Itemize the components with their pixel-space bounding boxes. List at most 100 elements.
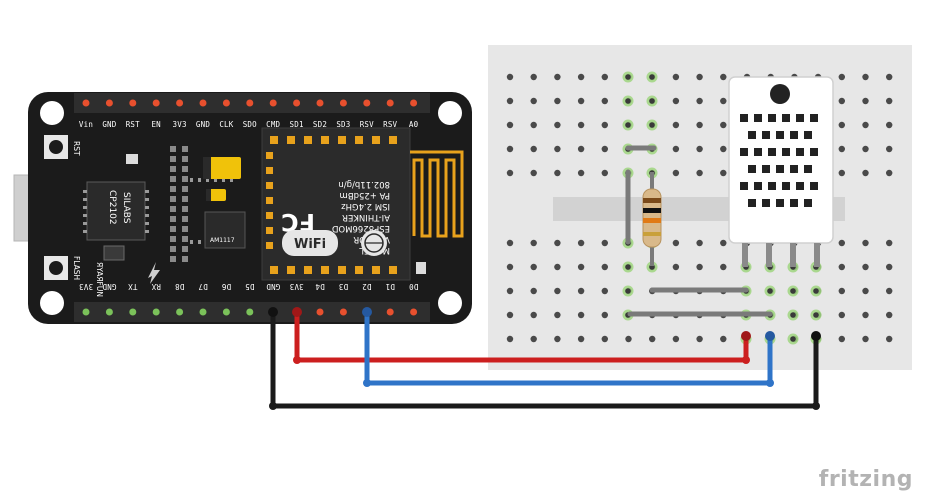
pin-label: RST — [126, 120, 140, 129]
breadboard-hole — [506, 263, 514, 271]
grill-slot — [804, 131, 812, 139]
module-pad — [389, 266, 397, 274]
mount-hole-bottom-left — [40, 291, 64, 315]
pin-label: Vin — [79, 120, 93, 129]
breadboard-hole — [720, 145, 727, 153]
module-pad — [266, 167, 273, 174]
breadboard-hole — [649, 335, 656, 343]
breadboard-hole — [862, 97, 869, 105]
breadboard-hole — [838, 169, 845, 177]
breadboard-hole — [577, 311, 585, 319]
grill-slot — [782, 114, 790, 122]
header-pin — [105, 308, 113, 316]
header-pin — [386, 308, 394, 316]
rst-button[interactable] — [44, 135, 68, 159]
flash-button[interactable] — [44, 256, 68, 280]
breadboard-hole — [577, 121, 585, 129]
breadboard-hole — [530, 145, 537, 153]
breadboard-hole — [530, 287, 537, 295]
module-pad — [321, 266, 329, 274]
breadboard-hole — [696, 97, 703, 105]
breadboard-hole — [696, 239, 703, 247]
breadboard-hole — [530, 239, 537, 247]
breadboard-hole — [506, 169, 514, 177]
header-pin — [105, 99, 113, 107]
grill-slot — [740, 114, 748, 122]
pin-label: CLK — [219, 120, 233, 129]
regulator-label: AM1117 — [210, 237, 235, 244]
pin-label: RX — [151, 282, 161, 291]
module-pad — [266, 212, 273, 219]
breadboard-hole — [862, 239, 869, 247]
breadboard-hole — [862, 311, 869, 319]
breadboard-hole — [530, 97, 537, 105]
sensor-grill — [740, 114, 818, 207]
breadboard-hole — [720, 73, 727, 81]
pin-label: D8 — [175, 282, 185, 291]
grill-slot — [790, 165, 798, 173]
breadboard-hole — [838, 311, 845, 319]
module-pad — [338, 266, 346, 274]
pin-label: SD2 — [313, 120, 327, 129]
grill-slot — [768, 182, 776, 190]
breadboard-hole — [577, 263, 585, 271]
breadboard-hole — [554, 121, 561, 129]
pin-label: D1 — [385, 282, 394, 291]
header-pin — [82, 99, 90, 107]
mount-hole-top-left — [40, 101, 64, 125]
header-pin — [269, 99, 277, 107]
breadboard-hole — [601, 239, 608, 247]
breadboard-hole — [601, 335, 608, 343]
grill-slot — [748, 131, 756, 139]
pin-label: CMD — [266, 120, 280, 129]
sensor-pins — [742, 243, 820, 267]
breadboard-hole — [696, 263, 703, 271]
wires — [268, 307, 821, 410]
breadboard-hole — [696, 335, 703, 343]
pin-label: D2 — [362, 282, 371, 291]
pin-label: GND — [102, 282, 116, 291]
breadboard-hole — [886, 97, 893, 105]
grill-slot — [762, 131, 770, 139]
header-pin — [246, 99, 254, 107]
grill-slot — [804, 199, 812, 207]
pin-label: GND — [102, 120, 116, 129]
grill-slot — [754, 182, 762, 190]
grill-slot — [776, 131, 784, 139]
breadboard-hole — [601, 73, 608, 81]
breadboard-hole — [554, 287, 561, 295]
breadboard-hole — [601, 311, 608, 319]
breadboard-hole — [838, 97, 845, 105]
header-pin — [386, 99, 394, 107]
pin-label: D7 — [198, 282, 207, 291]
pin-label: RSV — [360, 120, 374, 129]
fritzing-watermark: fritzing — [818, 467, 913, 492]
breadboard-hole — [530, 335, 537, 343]
wifi-logo: WiFi — [294, 237, 326, 252]
breadboard-hole — [577, 169, 585, 177]
breadboard — [488, 45, 912, 370]
grill-slot — [768, 114, 776, 122]
breadboard-hole — [554, 169, 561, 177]
pin-label: 3V3 — [173, 120, 187, 129]
header-pin — [316, 99, 324, 107]
header-pin — [316, 308, 324, 316]
header-pin — [363, 99, 371, 107]
breadboard-hole — [696, 145, 703, 153]
breadboard-hole — [862, 169, 869, 177]
breadboard-hole — [886, 73, 893, 81]
header-pin — [129, 308, 137, 316]
module-line-4: AI-THINKER — [342, 212, 390, 222]
header-pin — [199, 99, 207, 107]
wifi-logo-badge — [282, 230, 338, 256]
breadboard-hole — [601, 97, 608, 105]
module-pad — [355, 136, 363, 144]
header-pin — [199, 308, 207, 316]
breadboard-hole — [886, 239, 893, 247]
breadboard-hole — [720, 263, 727, 271]
module-pad — [355, 266, 363, 274]
grill-slot — [810, 148, 818, 156]
module-pad — [372, 266, 380, 274]
